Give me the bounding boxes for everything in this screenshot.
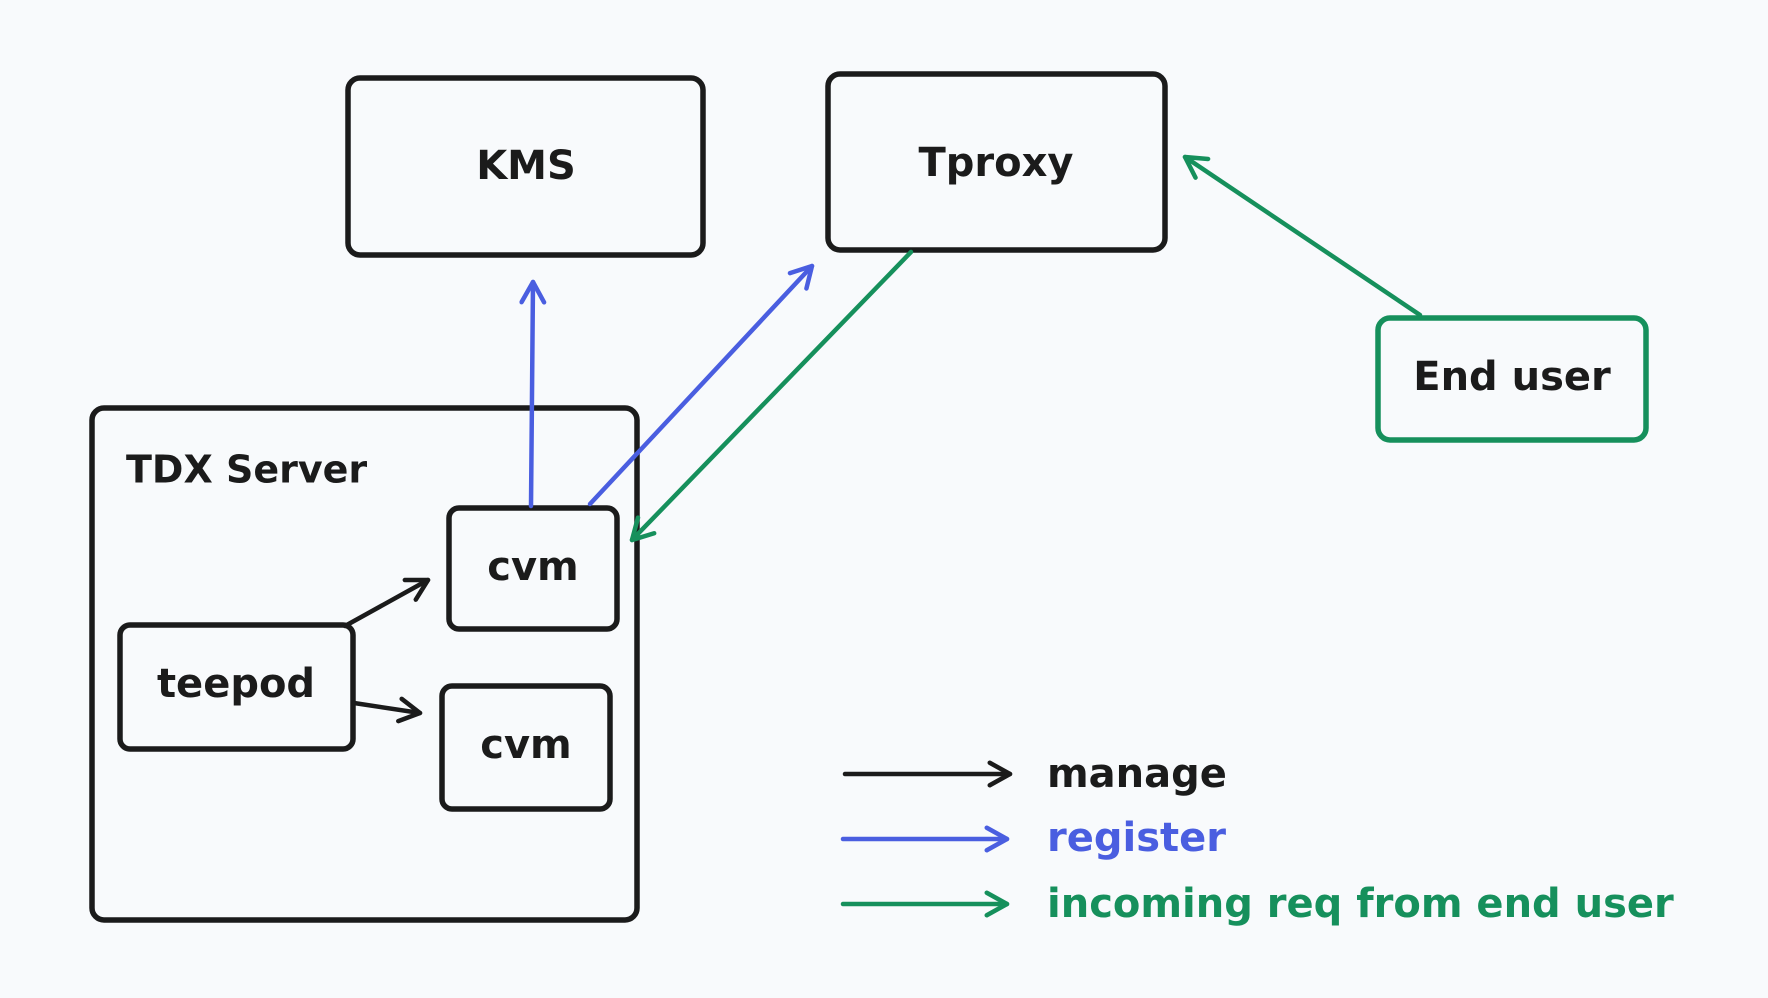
legend-item-incoming: incoming req from end user (840, 881, 1674, 927)
legend: manage register incoming req from end us… (840, 751, 1674, 927)
cvm-top-box (446, 505, 620, 632)
edge-tproxy-to-cvm (629, 249, 914, 543)
tproxy-label: Tproxy (919, 140, 1074, 186)
tproxy-box (825, 71, 1168, 253)
end-user-label: End user (1413, 354, 1611, 400)
end-user-box (1375, 315, 1649, 443)
cvm-bottom-label: cvm (480, 722, 571, 768)
tdx-server-box (89, 405, 640, 923)
legend-item-register: register (840, 815, 1226, 861)
teepod-node: teepod (117, 622, 356, 752)
edge-cvm-to-tproxy (587, 263, 815, 507)
end-user-node: End user (1375, 315, 1649, 443)
kms-node: KMS (345, 75, 706, 258)
cvm-bottom-box (439, 683, 613, 812)
legend-incoming-label: incoming req from end user (1047, 881, 1674, 927)
teepod-label: teepod (157, 661, 315, 707)
legend-register-label: register (1047, 815, 1226, 861)
edge-teepod-to-cvm-top (342, 577, 431, 629)
teepod-box (117, 622, 356, 752)
legend-manage-label: manage (1047, 751, 1227, 797)
cvm-top-label: cvm (487, 544, 578, 590)
tdx-server-node: TDX Server (89, 405, 640, 923)
tproxy-node: Tproxy (825, 71, 1168, 253)
edge-cvm-to-kms (519, 279, 547, 509)
kms-label: KMS (476, 143, 576, 189)
edge-end-user-to-tproxy (1182, 154, 1423, 318)
cvm-bottom-node: cvm (439, 683, 613, 812)
legend-item-manage: manage (842, 751, 1227, 797)
tdx-server-label: TDX Server (126, 448, 367, 492)
edges (342, 154, 1423, 724)
edge-teepod-to-cvm-bottom (351, 696, 423, 724)
cvm-top-node: cvm (446, 505, 620, 632)
kms-box (345, 75, 706, 258)
